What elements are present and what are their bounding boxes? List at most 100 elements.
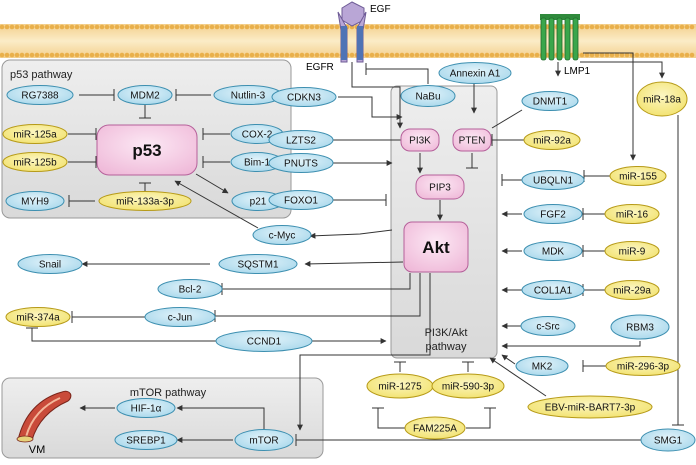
sqstm1-node: SQSTM1 bbox=[218, 254, 298, 274]
mir2963p-node: miR-296-3p bbox=[605, 356, 681, 376]
ccnd1-node-label: CCND1 bbox=[247, 337, 282, 348]
edge-cmyc-p53 bbox=[174, 180, 259, 229]
p21-node-label: p21 bbox=[250, 197, 267, 208]
snail-node: Snail bbox=[17, 254, 83, 274]
vm-label: VM bbox=[29, 444, 46, 456]
egfr-label: EGFR bbox=[306, 62, 334, 73]
srebp1-node-label: SREBP1 bbox=[126, 436, 166, 447]
mir29a-node: miR-29a bbox=[604, 280, 660, 300]
mir1275-node: miR-1275 bbox=[366, 373, 434, 399]
blood-vessel-icon bbox=[16, 390, 72, 443]
ubqln1-node-label: UBQLN1 bbox=[533, 176, 573, 187]
mir16-node-label: miR-16 bbox=[616, 210, 649, 221]
mir155-node: miR-155 bbox=[609, 166, 667, 186]
mir125a-node-label: miR-125a bbox=[13, 130, 57, 141]
foxo1-node-label: FOXO1 bbox=[284, 196, 318, 207]
ebv-node: EBV-miR-BART7-3p bbox=[527, 395, 653, 419]
smg1-node: SMG1 bbox=[640, 428, 696, 452]
mir1275-node-label: miR-1275 bbox=[378, 382, 422, 393]
edge-ebv-akt bbox=[489, 357, 547, 397]
myh9-node-label: MYH9 bbox=[21, 197, 49, 208]
pi3k-panel-title-line1: PI3K/Akt bbox=[425, 327, 468, 339]
edge-lmp1-mir18a bbox=[580, 61, 665, 79]
col1a1-node: COL1A1 bbox=[521, 280, 585, 300]
fgf2-node: FGF2 bbox=[523, 204, 583, 224]
foxo1-node: FOXO1 bbox=[268, 190, 334, 210]
akt-node: Akt bbox=[403, 221, 469, 273]
edge-mk2-akt bbox=[501, 354, 516, 365]
cell-membrane bbox=[0, 24, 696, 58]
edge-rbm3-akt bbox=[501, 341, 641, 349]
mk2-node-label: MK2 bbox=[532, 362, 553, 373]
bcl2-node: Bcl-2 bbox=[157, 279, 223, 299]
pnuts-node: PNUTS bbox=[268, 153, 334, 173]
mdm2-node-label: MDM2 bbox=[130, 91, 160, 102]
myh9-node: MYH9 bbox=[5, 191, 65, 211]
annexina1-node-label: Annexin A1 bbox=[450, 69, 501, 80]
cmyc-node: c-Myc bbox=[252, 225, 312, 245]
lzts2-node-label: LZTS2 bbox=[286, 136, 316, 147]
ccnd1-node: CCND1 bbox=[215, 330, 313, 352]
pnuts-node-label: PNUTS bbox=[284, 159, 318, 170]
col1a1-node-label: COL1A1 bbox=[534, 286, 573, 297]
snail-node-label: Snail bbox=[39, 260, 61, 271]
mir125b-node: miR-125b bbox=[2, 152, 68, 172]
lzts2-node: LZTS2 bbox=[268, 130, 334, 150]
mir9-node-label: miR-9 bbox=[619, 247, 646, 258]
cox2-node-label: COX-2 bbox=[242, 130, 273, 141]
edge-akt-mtor bbox=[297, 273, 431, 431]
p53-node: p53 bbox=[96, 124, 198, 176]
pi3k-node-label: PI3K bbox=[409, 136, 431, 147]
mk2-node: MK2 bbox=[515, 356, 569, 376]
lmp1-label: LMP1 bbox=[564, 66, 591, 77]
hif1a-node-label: HIF-1α bbox=[131, 404, 162, 415]
edge-mtor-hif1a bbox=[176, 405, 265, 430]
mdk-node: MDK bbox=[523, 241, 583, 261]
nabu-node-label: NaBu bbox=[415, 92, 440, 103]
mtor-panel-title: mTOR pathway bbox=[130, 387, 207, 399]
pten-node-label: PTEN bbox=[459, 136, 486, 147]
mir374a-node: miR-374a bbox=[5, 307, 71, 327]
edge-cdkn3-pi3k bbox=[338, 96, 403, 120]
edge-fam225a-mir590 bbox=[466, 408, 491, 429]
mir2963p-node-label: miR-296-3p bbox=[617, 362, 670, 373]
akt-node-label: Akt bbox=[422, 238, 450, 257]
annexina1-node: Annexin A1 bbox=[438, 62, 512, 84]
dnmt1-node-label: DNMT1 bbox=[533, 97, 568, 108]
mtor-node-label: mTOR bbox=[249, 436, 278, 447]
mir133a3p-node-label: miR-133a-3p bbox=[116, 197, 174, 208]
pten-node: PTEN bbox=[452, 128, 492, 152]
edge-nabu-egfr bbox=[366, 68, 429, 84]
mir125a-node: miR-125a bbox=[2, 124, 68, 144]
cjun-node-label: c-Jun bbox=[168, 313, 192, 324]
p53-node-label: p53 bbox=[132, 141, 161, 160]
hif1a-node: HIF-1α bbox=[116, 398, 176, 418]
edge-akt-cmyc bbox=[309, 229, 393, 239]
mir9-node: miR-9 bbox=[604, 241, 660, 261]
rg7388-node: RG7388 bbox=[6, 85, 74, 105]
egf-label: EGF bbox=[370, 4, 391, 15]
rbm3-node-label: RBM3 bbox=[626, 323, 654, 334]
ubqln1-node: UBQLN1 bbox=[521, 170, 585, 190]
smg1-node-label: SMG1 bbox=[654, 436, 683, 447]
ebv-node-label: EBV-miR-BART7-3p bbox=[545, 403, 636, 414]
edge-akt-bcl2 bbox=[222, 273, 411, 290]
fam225a-node: FAM225A bbox=[404, 416, 466, 440]
mir16-node: miR-16 bbox=[604, 204, 660, 224]
p53-panel-title: p53 pathway bbox=[10, 69, 73, 81]
edge-dnmt1-pten bbox=[491, 109, 523, 129]
edge-akt-sqstm1 bbox=[304, 260, 404, 267]
mdk-node-label: MDK bbox=[542, 247, 565, 258]
cdkn3-node: CDKN3 bbox=[271, 87, 337, 107]
mir18a-node: miR-18a bbox=[636, 81, 688, 117]
edges bbox=[26, 52, 684, 446]
mir92a-node: miR-92a bbox=[523, 130, 581, 150]
cmyc-node-label: c-Myc bbox=[269, 231, 296, 242]
cdkn3-node-label: CDKN3 bbox=[287, 93, 321, 104]
cjun-node: c-Jun bbox=[144, 307, 216, 327]
edge-ccnd1-mir374a bbox=[31, 328, 216, 342]
rbm3-node: RBM3 bbox=[610, 314, 670, 340]
